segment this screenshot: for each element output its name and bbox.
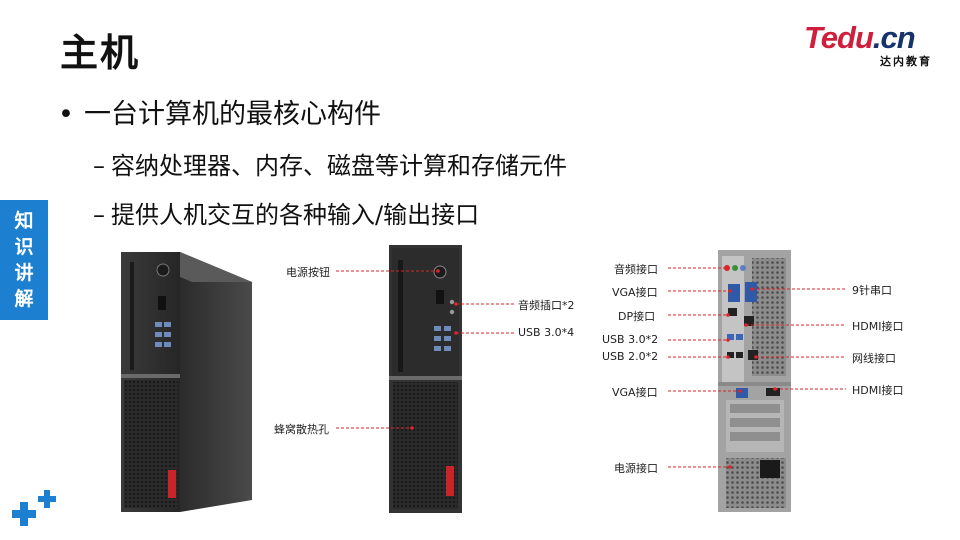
plus-decoration-icon (12, 490, 56, 526)
sub-bullet-1: –容纳处理器、内存、磁盘等计算和存储元件 (93, 146, 567, 181)
front-leader-dots (410, 269, 458, 430)
sub-bullet-1-text: 容纳处理器、内存、磁盘等计算和存储元件 (111, 152, 567, 180)
label-rear-power: 电源接口 (614, 462, 658, 475)
side-tab-char: 讲 (14, 262, 34, 284)
logo-wordmark: Tedu.cn (804, 20, 916, 56)
sub-bullet-2-text: 提供人机交互的各种输入/输出接口 (111, 201, 480, 229)
label-audio-port: 音频插口*2 (518, 299, 575, 312)
rear-leader-lines (668, 267, 846, 468)
label-rear-hdmi-bottom: HDMI接口 (852, 384, 904, 397)
bullet-dot-icon: • (58, 99, 74, 130)
label-rear-serial: 9针串口 (852, 284, 892, 297)
dash-icon: – (93, 152, 105, 180)
side-tab-char: 知 (14, 210, 34, 232)
sub-bullet-2: –提供人机交互的各种输入/输出接口 (93, 195, 479, 230)
label-rear-network: 网线接口 (852, 352, 896, 365)
logo-brand-suffix: .cn (872, 20, 916, 55)
label-rear-hdmi-top: HDMI接口 (852, 320, 904, 333)
label-vent: 蜂窝散热孔 (274, 423, 329, 436)
dash-icon: – (93, 201, 105, 229)
label-power-button: 电源按钮 (286, 266, 330, 279)
label-usb30-front: USB 3.0*4 (518, 326, 575, 339)
front-leader-lines (336, 270, 514, 429)
label-rear-usb20: USB 2.0*2 (602, 350, 659, 363)
side-tab-char: 解 (14, 288, 34, 310)
pc-angle-view-image (121, 252, 252, 512)
pc-front-view-image (389, 245, 462, 513)
label-rear-usb30: USB 3.0*2 (602, 333, 659, 346)
bullet-main-text: 一台计算机的最核心构件 (84, 99, 381, 130)
logo-subtitle: 达内教育 (880, 55, 932, 68)
label-rear-vga-top: VGA接口 (612, 286, 658, 299)
label-rear-vga-bottom: VGA接口 (612, 386, 658, 399)
rear-leader-dots (725, 266, 777, 469)
side-tab-char: 识 (14, 236, 34, 258)
page-title: 主机 (60, 31, 141, 75)
label-rear-dp: DP接口 (618, 310, 656, 323)
label-rear-audio: 音频接口 (614, 263, 658, 276)
side-tab-knowledge: 知 识 讲 解 (0, 200, 48, 320)
tedu-logo: Tedu.cn 达内教育 (804, 20, 938, 68)
bullet-main: • 一台计算机的最核心构件 (58, 92, 381, 131)
logo-brand-main: Tedu (804, 20, 874, 55)
